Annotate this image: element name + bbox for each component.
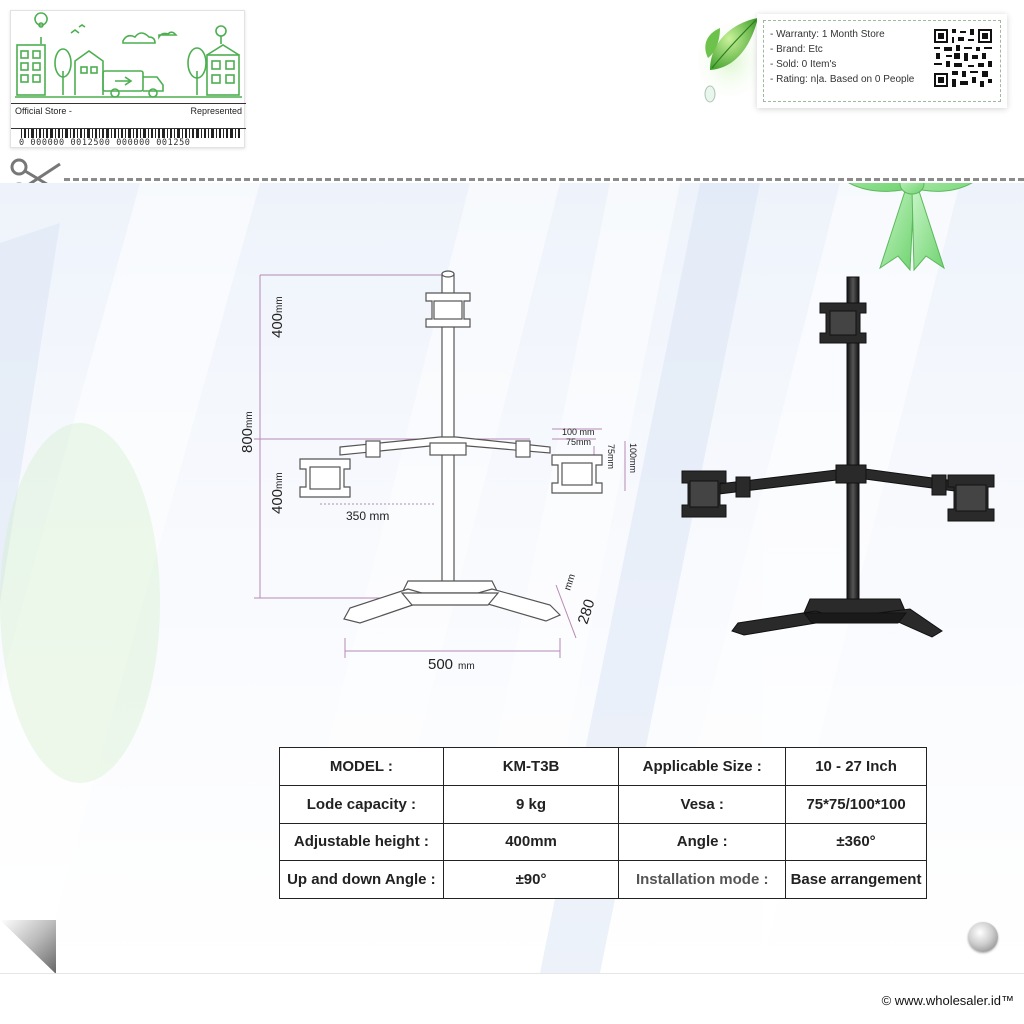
spec-label-vesa: Vesa : — [618, 784, 787, 824]
qr-code-icon — [934, 29, 992, 87]
dim-75-top: 75mm — [566, 437, 591, 447]
dim-500: 500 — [428, 656, 453, 673]
represented-label: Represented — [190, 106, 242, 116]
spec-label-up-down-angle: Up and down Angle : — [279, 860, 444, 899]
dim-280-unit: mm — [562, 573, 578, 592]
cut-line — [64, 178, 1024, 181]
rating-info: - Rating: n|a. Based on 0 People — [770, 74, 915, 85]
dim-280: 280 — [575, 597, 599, 626]
table-row: MODEL : KM-T3B Applicable Size : 10 - 27… — [279, 747, 927, 786]
dim-100-side: 100mm — [628, 443, 638, 473]
spec-value-adjustable-height: 400mm — [442, 822, 620, 862]
spec-value-load-capacity: 9 kg — [442, 784, 620, 824]
ribbon-bow-icon — [848, 183, 973, 272]
copyright-text: © www.wholesaler.id™ — [881, 993, 1014, 1008]
brand-info: - Brand: Etc — [770, 44, 823, 55]
product-info-card: - Warranty: 1 Month Store - Brand: Etc -… — [757, 14, 1007, 108]
dim-400-bottom: 400 — [269, 489, 286, 514]
dim-400-bottom-unit: mm — [274, 472, 285, 489]
spec-value-vesa: 75*75/100*100 — [785, 784, 927, 824]
footer — [0, 973, 1024, 1024]
dim-400-top: 400 — [269, 313, 286, 338]
spec-label-adjustable-height: Adjustable height : — [279, 822, 444, 862]
info-card-border: - Warranty: 1 Month Store - Brand: Etc -… — [763, 20, 1001, 102]
official-store-label: Official Store - — [15, 106, 72, 116]
spec-label-model: MODEL : — [279, 747, 444, 786]
store-label-row: Official Store - Represented — [11, 103, 246, 129]
spec-value-up-down-angle: ±90° — [442, 860, 620, 899]
dim-500-unit: mm — [458, 661, 475, 672]
store-card: Official Store - Represented — [10, 10, 246, 149]
spec-label-angle: Angle : — [618, 822, 787, 862]
sold-info: - Sold: 0 Item's — [770, 59, 837, 70]
barcode-numbers: 0 000000 0012500 000000 001250 — [19, 138, 191, 148]
spec-value-model: KM-T3B — [442, 747, 620, 786]
leaf-icon — [690, 15, 770, 105]
spec-value-installation-mode: Base arrangement — [785, 860, 927, 899]
dim-350: 350 mm — [346, 509, 389, 523]
barcode: 0 000000 0012500 000000 001250 — [19, 129, 241, 149]
monitor-stand-image — [681, 276, 995, 638]
table-row: Up and down Angle : ±90° Installation mo… — [279, 860, 927, 899]
warranty-info: - Warranty: 1 Month Store — [770, 29, 885, 40]
table-row: Lode capacity : 9 kg Vesa : 75*75/100*10… — [279, 784, 927, 824]
spec-label-installation-mode: Installation mode : — [618, 860, 787, 899]
dim-100-top: 100 mm — [562, 427, 595, 437]
city-illustration — [15, 12, 242, 98]
dimension-diagram: 400 mm 800 mm 400 mm 350 mm 100 mm 75mm … — [239, 270, 638, 673]
spec-value-applicable-size: 10 - 27 Inch — [785, 747, 927, 786]
dim-800: 800 — [239, 428, 256, 453]
dim-800-unit: mm — [244, 411, 255, 428]
spec-label-load-capacity: Lode capacity : — [279, 784, 444, 824]
page-curl-icon — [0, 920, 56, 974]
specification-table: MODEL : KM-T3B Applicable Size : 10 - 27… — [279, 747, 927, 899]
pin-icon — [968, 922, 998, 952]
table-row: Adjustable height : 400mm Angle : ±360° — [279, 822, 927, 862]
spec-label-applicable-size: Applicable Size : — [618, 747, 787, 786]
info-list: - Warranty: 1 Month Store - Brand: Etc -… — [770, 27, 914, 87]
barcode-bars — [21, 129, 240, 138]
spec-value-angle: ±360° — [785, 822, 927, 862]
dim-400-top-unit: mm — [274, 296, 285, 313]
dim-75-side: 75mm — [606, 444, 616, 469]
